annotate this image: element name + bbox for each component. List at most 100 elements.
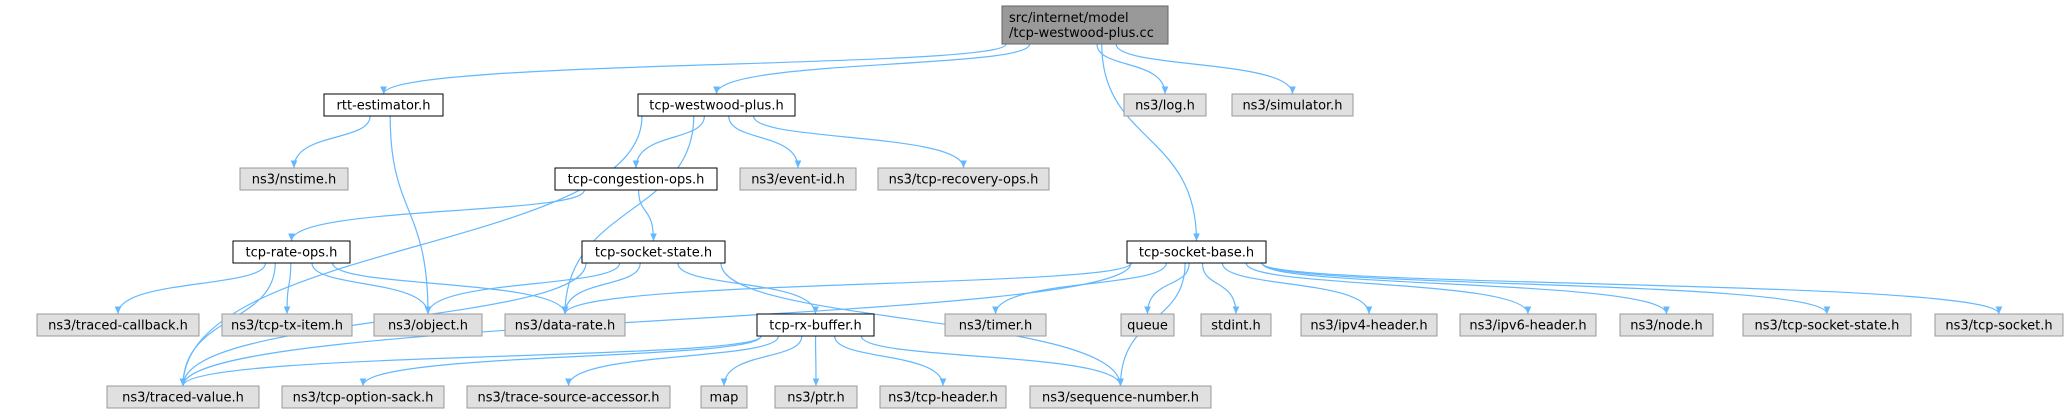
node-nstime: ns3/nstime.h [239, 167, 349, 191]
node-label: tcp-socket-base.h [1139, 246, 1254, 261]
node-label: rtt-estimator.h [337, 99, 431, 114]
node-box [1619, 313, 1714, 337]
node-box [1126, 240, 1267, 264]
node-box [879, 385, 1007, 409]
node-box [581, 240, 726, 264]
node-label: tcp-rate-ops.h [246, 246, 338, 261]
node-tracedcb: ns3/traced-callback.h [36, 313, 200, 337]
edge-sockstate-to-datarate [561, 262, 641, 315]
edge-sockstate-to-object [424, 262, 621, 315]
node-box [36, 313, 200, 337]
edge-root-to-rtt [380, 43, 1007, 95]
node-ptr: ns3/ptr.h [774, 385, 858, 409]
node-box [1200, 313, 1272, 337]
edge-rtt-to-object [389, 115, 432, 315]
edge-sockbase-to-tracedvalue [179, 262, 1132, 387]
node-label: stdint.h [1211, 319, 1260, 334]
node-label: ns3/nstime.h [252, 173, 336, 188]
node-sockbase[interactable]: tcp-socket-base.h [1126, 240, 1267, 264]
node-label: src/internet/model [1009, 11, 1129, 26]
edge-westwood-to-tracedvalue [179, 115, 643, 387]
node-label: ns3/log.h [1135, 99, 1195, 114]
edge-westwood-to-congops [632, 115, 706, 169]
edge-rateops-to-object [311, 262, 432, 315]
edge-westwood-to-recovery [752, 115, 967, 169]
node-box [106, 385, 260, 409]
node-label: ns3/tcp-recovery-ops.h [889, 173, 1039, 188]
node-label: ns3/data-rate.h [515, 319, 615, 334]
edge-westwood-to-eventid [728, 115, 802, 169]
node-root[interactable]: src/internet/model/tcp-westwood-plus.cc [1001, 5, 1169, 45]
node-box [323, 93, 444, 117]
node-sack: ns3/tcp-option-sack.h [281, 385, 445, 409]
edge-sockbase-to-ipv4 [1221, 262, 1373, 315]
node-box [877, 167, 1050, 191]
node-label: queue [1127, 319, 1168, 334]
edge-westwood-to-datarate [561, 115, 695, 315]
edge-sockstate-to-seqnum [720, 262, 1124, 387]
node-label: tcp-westwood-plus.h [649, 99, 783, 114]
node-label: ns3/sequence-number.h [1042, 391, 1199, 406]
node-box [1001, 5, 1169, 45]
edge-rxbuffer-to-map [720, 335, 803, 387]
node-label: ns3/event-id.h [751, 173, 845, 188]
node-box [944, 313, 1047, 337]
edge-sockbase-to-node [1261, 262, 1670, 315]
edge-root-to-sockbase [1101, 43, 1200, 242]
node-nsockstate: ns3/tcp-socket-state.h [1742, 313, 1912, 337]
node-box [774, 385, 858, 409]
edge-sockbase-to-datarate [561, 262, 1132, 315]
node-rateops[interactable]: tcp-rate-ops.h [232, 240, 351, 264]
nodes-layer: src/internet/model/tcp-westwood-plus.cc r… [36, 5, 2064, 409]
node-label: ns3/timer.h [959, 319, 1033, 334]
edge-rxbuffer-to-sack [359, 335, 762, 387]
node-label: ns3/tcp-tx-item.h [231, 319, 343, 334]
node-box [1231, 93, 1354, 117]
node-log: ns3/log.h [1123, 93, 1207, 117]
node-label: tcp-socket-state.h [595, 246, 712, 261]
node-box [637, 93, 796, 117]
node-recovery: ns3/tcp-recovery-ops.h [877, 167, 1050, 191]
node-box [1742, 313, 1912, 337]
node-label: ns3/ptr.h [787, 391, 845, 406]
node-box [1459, 313, 1597, 337]
node-rxbuffer[interactable]: tcp-rx-buffer.h [756, 313, 875, 337]
node-box [1029, 385, 1212, 409]
node-sockstate[interactable]: tcp-socket-state.h [581, 240, 726, 264]
node-node: ns3/node.h [1619, 313, 1714, 337]
node-box [466, 385, 671, 409]
edge-rtt-to-nstime [290, 115, 371, 169]
node-datarate: ns3/data-rate.h [504, 313, 626, 337]
node-label: ns3/simulator.h [1242, 99, 1342, 114]
node-box [373, 313, 483, 337]
edge-rxbuffer-to-seqnum [860, 335, 1124, 387]
edge-rxbuffer-to-tracedvalue [179, 335, 762, 387]
node-westwood[interactable]: tcp-westwood-plus.h [637, 93, 796, 117]
node-box [1120, 313, 1175, 337]
node-label: ns3/object.h [388, 319, 468, 334]
node-congops[interactable]: tcp-congestion-ops.h [554, 167, 718, 191]
node-box [700, 385, 748, 409]
edge-rateops-to-txitem [283, 262, 292, 315]
node-timer: ns3/timer.h [944, 313, 1047, 337]
node-box [1300, 313, 1438, 337]
edge-sockbase-to-stdint [1201, 262, 1240, 315]
node-label: ns3/trace-source-accessor.h [477, 391, 659, 406]
node-label: ns3/traced-callback.h [48, 319, 188, 334]
node-label: tcp-congestion-ops.h [568, 173, 705, 188]
node-box [1934, 313, 2064, 337]
node-box [221, 313, 353, 337]
node-label: ns3/ipv4-header.h [1310, 319, 1427, 334]
node-label: map [710, 391, 739, 406]
node-label: ns3/tcp-socket.h [1945, 319, 2052, 334]
node-box [281, 385, 445, 409]
node-tracedvalue: ns3/traced-value.h [106, 385, 260, 409]
node-box [504, 313, 626, 337]
node-label: ns3/ipv6-header.h [1469, 319, 1586, 334]
node-socket: ns3/tcp-socket.h [1934, 313, 2064, 337]
node-box [739, 167, 857, 191]
node-queue: queue [1120, 313, 1175, 337]
edge-congops-to-sockstate [638, 189, 657, 242]
node-rtt[interactable]: rtt-estimator.h [323, 93, 444, 117]
